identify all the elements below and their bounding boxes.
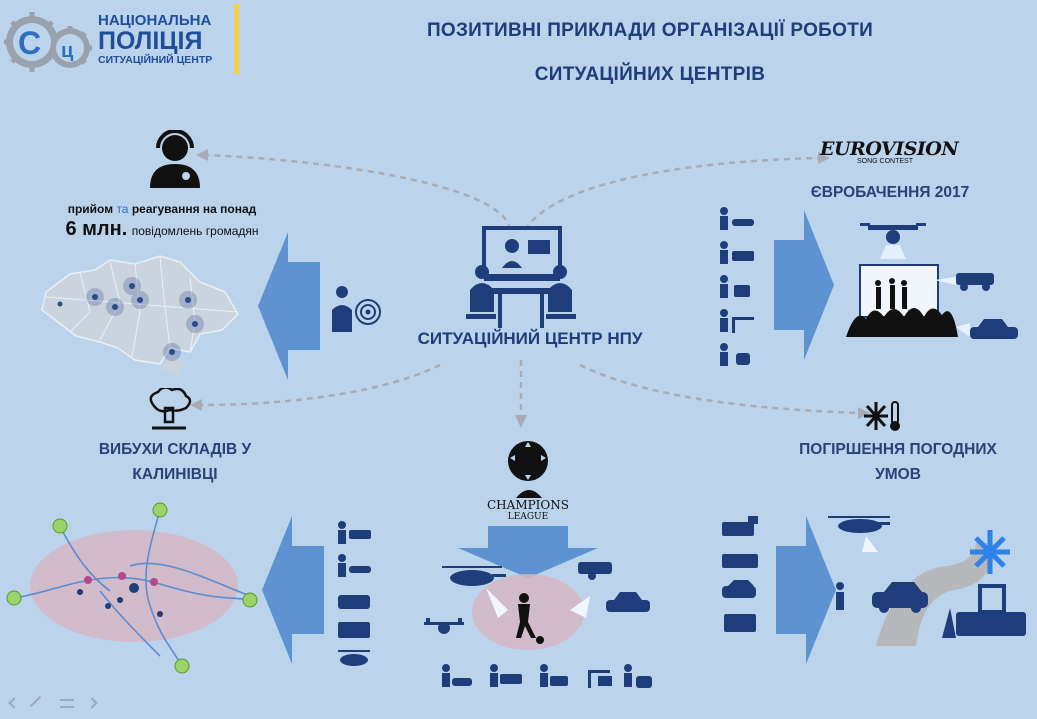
champions-league-ball-icon bbox=[508, 441, 548, 481]
stadium-scene bbox=[424, 562, 650, 650]
champions-line1: CHAMPIONS bbox=[487, 498, 569, 512]
logo: С ц НАЦІОНАЛЬНА ПОЛІЦІЯ СИТУАЦІЙНИЙ ЦЕНТ… bbox=[4, 8, 244, 74]
right-arrow-bottom bbox=[776, 516, 836, 664]
prev-slide-icon[interactable] bbox=[8, 697, 20, 709]
situation-center-icon bbox=[466, 226, 576, 328]
left-arrow-top bbox=[258, 232, 320, 380]
eurovision-logo: EUROVISION SONG CONTEST bbox=[820, 138, 959, 165]
calls-receive: прийом bbox=[67, 202, 114, 216]
weather-snowflake-thermometer-icon bbox=[864, 401, 900, 431]
ukraine-map bbox=[41, 255, 239, 376]
header-divider bbox=[234, 4, 239, 74]
champions-league-crown-icon bbox=[516, 490, 542, 498]
calls-text: прийом та реагування на понад 6 млн. пов… bbox=[36, 200, 288, 242]
svg-text:С: С bbox=[18, 25, 41, 61]
weather-label: ПОГІРШЕННЯ ПОГОДНИХ УМОВ bbox=[770, 437, 1026, 487]
weather-resources-icons bbox=[722, 516, 758, 632]
left-arrow-bottom bbox=[262, 516, 324, 664]
evacuation-routes-map bbox=[6, 502, 258, 674]
champions-league-logo: CHAMPIONS LEAGUE bbox=[478, 498, 578, 523]
slideshow-controls[interactable] bbox=[8, 695, 98, 715]
gear-logo-icon: С ц bbox=[4, 12, 92, 72]
logo-line1: НАЦІОНАЛЬНА bbox=[98, 12, 212, 29]
down-arrow bbox=[458, 526, 598, 578]
weather-line1: ПОГІРШЕННЯ ПОГОДНИХ bbox=[799, 441, 997, 458]
page-title-line1: ПОЗИТИВНІ ПРИКЛАДИ ОРГАНІЗАЦІЇ РОБОТИ bbox=[426, 20, 874, 41]
center-label: СИТУАЦІЙНИЙ ЦЕНТР НПУ bbox=[417, 329, 643, 348]
eurovision-logo-sub: SONG CONTEST bbox=[856, 158, 913, 165]
snowy-road-scene bbox=[828, 516, 1026, 646]
explosions-label: ВИБУХИ СКЛАДІВ У КАЛИНІВЦІ bbox=[70, 437, 280, 487]
calls-response: реагування на понад bbox=[131, 202, 257, 216]
calls-and: та bbox=[116, 202, 129, 216]
menu-icon[interactable] bbox=[60, 699, 74, 708]
explosions-line1: ВИБУХИ СКЛАДІВ У bbox=[98, 441, 252, 458]
weather-line2: УМОВ bbox=[875, 466, 921, 483]
stadium-resources-icons bbox=[442, 664, 652, 688]
svg-text:ц: ц bbox=[61, 40, 74, 62]
eurovision-logo-text: EUROVISION bbox=[820, 138, 959, 160]
explosion-icon bbox=[149, 388, 192, 430]
explosions-line2: КАЛИНІВЦІ bbox=[132, 466, 218, 483]
operator-headset-icon bbox=[150, 130, 200, 188]
logo-line2: ПОЛІЦІЯ bbox=[98, 27, 203, 55]
page-title-line2: СИТУАЦІЙНИХ ЦЕНТРІВ bbox=[534, 64, 766, 85]
calls-number: 6 млн. bbox=[65, 218, 128, 240]
right-arrow-top bbox=[774, 210, 834, 360]
eurovision-resources-icons bbox=[720, 207, 754, 366]
explosion-resources-icons bbox=[338, 521, 371, 666]
calls-rest: повідомлень громадян bbox=[131, 224, 259, 238]
next-slide-icon[interactable] bbox=[86, 697, 98, 709]
eurovision-label: ЄВРОБАЧЕННЯ 2017 bbox=[810, 184, 970, 201]
concert-stage-icon bbox=[846, 223, 1018, 339]
police-fingerprint-icon bbox=[332, 286, 381, 332]
logo-line3: СИТУАЦІЙНИЙ ЦЕНТР bbox=[98, 54, 213, 66]
champions-line2: LEAGUE bbox=[507, 512, 549, 522]
